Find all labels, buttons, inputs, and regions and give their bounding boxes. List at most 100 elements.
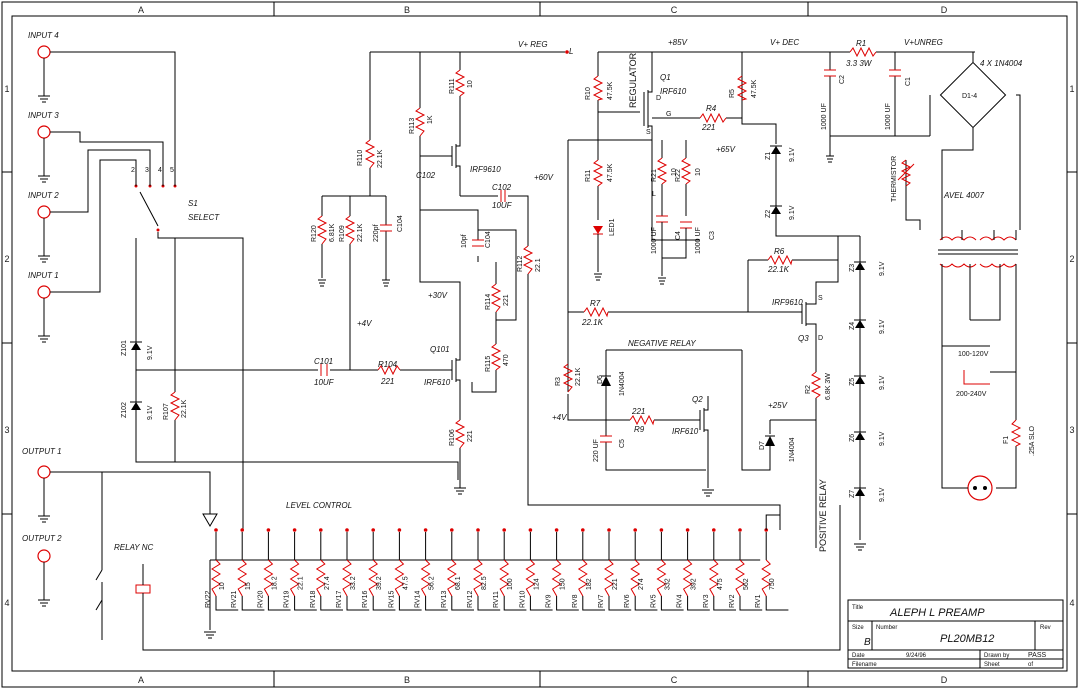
r2-value: 6.8K 3W (825, 373, 832, 400)
mains-100-label: 100-120V (958, 351, 989, 358)
row-label-4-right: 4 (1069, 598, 1074, 608)
ladder-ref-rv7: RV7 (598, 594, 605, 608)
z3-symbol (855, 262, 865, 270)
c5-value: 220 UF (593, 439, 600, 462)
r10-ref: R10 (585, 87, 592, 100)
row-label-3: 3 (4, 425, 9, 435)
r106-value: 221 (467, 430, 474, 442)
ladder-value-rv2: 562 (743, 578, 750, 590)
ladder-resistor-rv13 (446, 559, 457, 597)
d7-symbol (765, 436, 775, 446)
ladder-tap-rv22 (214, 528, 218, 532)
row-label-1-right: 1 (1069, 84, 1074, 94)
z6-value: 9.1V (879, 431, 886, 446)
q1-ref: Q1 (660, 73, 671, 82)
ladder-tap-rv7 (607, 528, 611, 532)
fuse-value: .25A SLO (1029, 425, 1036, 456)
ladder-resistor-rv22 (211, 559, 221, 597)
ladder-resistor-rv8 (577, 559, 588, 597)
r115-ref: R115 (485, 356, 492, 372)
z101-ref: Z101 (121, 340, 128, 356)
z102-ref: Z102 (121, 402, 128, 418)
ladder-value-rv13: 68.1 (455, 576, 462, 590)
ladder-ref-rv14: RV14 (415, 591, 422, 608)
level-control-ladder: RV2210RV2115RV2018.2RV1922.1RV1827.4RV17… (205, 514, 789, 611)
r107-ref: R107 (163, 403, 170, 420)
ladder-value-rv22: 10 (219, 582, 226, 590)
d6-ref: D6 (597, 375, 604, 384)
ladder-value-rv11: 100 (507, 578, 514, 590)
ladder-ref-rv1: RV1 (755, 594, 762, 608)
ladder-ref-rv8: RV8 (572, 594, 579, 608)
c102a-value: 10UF (492, 201, 513, 210)
v85-label: +85V (668, 38, 688, 47)
q1-pin-g: G (666, 111, 671, 118)
ladder-resistor-rv14 (420, 559, 431, 597)
ladder-resistor-rv3 (708, 559, 719, 597)
led-symbol (593, 226, 603, 234)
q1-pin-d: D (656, 95, 661, 102)
l-label: L (652, 191, 656, 198)
c2-ref: C2 (839, 75, 846, 84)
input-3-jack (37, 125, 51, 139)
input-2-jack (37, 205, 51, 219)
r5-ref: R5 (729, 89, 736, 98)
ladder-ref-rv16: RV16 (362, 591, 369, 608)
sheet-label: Sheet (984, 662, 1000, 668)
size-value: B (864, 637, 871, 648)
ladder-resistor-rv1 (761, 559, 772, 597)
ladder-tap-rv12 (476, 528, 480, 532)
z4-value: 9.1V (879, 319, 886, 334)
mains-200-label: 200-240V (956, 391, 987, 398)
regulator-label: REGULATOR (628, 52, 638, 108)
ladder-value-rv17: 33.2 (350, 576, 357, 590)
fuse-ref: F1 (1003, 436, 1010, 444)
q101-ref: Q101 (430, 345, 450, 354)
ladder-tap-rv2 (738, 528, 742, 532)
r11-ref: R11 (585, 170, 592, 182)
ladder-resistor-rv10 (525, 559, 536, 597)
ladder-resistor-rv16 (368, 559, 379, 597)
column-label-a: A (138, 5, 144, 15)
v4a-label: +4V (357, 319, 372, 328)
column-label-a-bottom: A (138, 675, 144, 685)
ladder-ref-rv5: RV5 (650, 594, 657, 608)
z2-symbol (771, 206, 781, 214)
input-4-label: INPUT 4 (28, 31, 59, 40)
ladder-resistor-rv18 (315, 559, 326, 597)
r2-ref: R2 (805, 385, 812, 394)
z7-symbol (855, 488, 865, 496)
c101-value: 10UF (314, 378, 335, 387)
ladder-resistor-rv4 (682, 559, 693, 597)
r113-value: 1K (427, 115, 434, 124)
q3-pin-s: S (818, 295, 823, 302)
z1-value: 9.1V (789, 147, 796, 162)
q1-pin-s: S (646, 129, 651, 136)
ladder-tap-rv20 (266, 528, 271, 532)
ladder-resistor-rv12 (473, 559, 483, 597)
v60-label: +60V (534, 173, 554, 182)
z5-symbol (855, 376, 865, 384)
c2-value: 1000 UF (821, 103, 828, 130)
v4b-label: +4V (552, 413, 567, 422)
r3-value: 22.1K (575, 367, 582, 386)
ladder-value-rv9: 150 (560, 578, 567, 590)
ladder-resistor-rv17 (342, 559, 352, 597)
input-2-label: INPUT 2 (28, 191, 59, 200)
selector-name: SELECT (188, 213, 220, 222)
input-4-jack (37, 45, 51, 59)
selector-pos-4: 4 (158, 167, 162, 174)
ladder-tap-rv8 (581, 528, 585, 532)
output-1-jack (37, 465, 51, 479)
transformer-label: AVEL 4007 (943, 191, 984, 200)
r11-value: 47.5K (607, 163, 614, 182)
ladder-tap-rv21 (240, 528, 244, 532)
r5-value: 47.5K (751, 79, 758, 98)
ladder-value-rv12: 82.5 (481, 576, 488, 590)
output-section: OUTPUT 1 OUTPUT 2 RELAY NC LEVEL CONTROL (22, 447, 841, 651)
negative-relay-label: NEGATIVE RELAY (628, 339, 696, 348)
ladder-tap-rv10 (528, 528, 533, 532)
c5-ref: C5 (619, 439, 626, 448)
